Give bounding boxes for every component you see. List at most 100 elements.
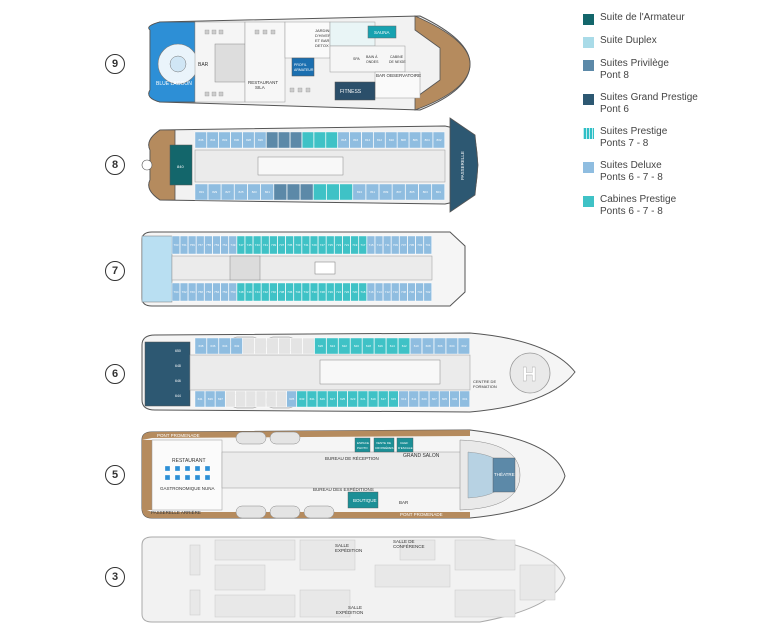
cabin-cell[interactable] (290, 337, 303, 355)
cabin-cell[interactable] (253, 282, 262, 302)
cabin-cell[interactable] (273, 183, 287, 201)
cabin-cell[interactable] (366, 235, 375, 255)
cabin-cell[interactable] (212, 235, 221, 255)
cabin-cell[interactable] (409, 131, 421, 149)
cabin-cell[interactable] (194, 183, 208, 201)
cabin-cell[interactable] (204, 235, 213, 255)
cabin-cell[interactable] (194, 131, 207, 149)
cabin-cell[interactable] (309, 235, 319, 255)
cabin-cell[interactable] (361, 131, 374, 149)
cabin-cell[interactable] (339, 183, 353, 201)
cabin-cell[interactable] (392, 183, 406, 201)
deck-5-plan[interactable]: PONT PROMENADE PONT PROMENADE RESTAURANT… (141, 429, 566, 519)
cabin-cell[interactable] (352, 183, 366, 201)
cabin-cell[interactable] (408, 390, 419, 408)
cabin-cell[interactable] (261, 235, 270, 255)
cabin-cell[interactable] (254, 131, 267, 149)
cabin-cell[interactable] (276, 390, 287, 408)
cabin-cell[interactable] (278, 131, 291, 149)
cabin-cell[interactable] (399, 282, 408, 302)
cabin-cell[interactable] (309, 282, 319, 302)
deck7-aft-suite[interactable] (141, 235, 173, 303)
cabin-cell[interactable] (349, 131, 362, 149)
cabin-cell[interactable] (301, 235, 310, 255)
cabin-cell[interactable] (317, 390, 328, 408)
cabin-cell[interactable] (326, 235, 335, 255)
cabin-cell[interactable] (366, 282, 375, 302)
cabin-cell[interactable] (218, 337, 231, 355)
cabin-cell[interactable] (342, 282, 351, 302)
cabin-cell[interactable] (188, 282, 197, 302)
cabin-cell[interactable] (418, 390, 430, 408)
cabin-cell[interactable] (242, 131, 255, 149)
cabin-cell[interactable] (338, 337, 351, 355)
cabin-cell[interactable] (255, 390, 267, 408)
cabin-cell[interactable] (285, 282, 294, 302)
cabin-cell[interactable] (378, 390, 389, 408)
cabin-cell[interactable] (423, 282, 432, 302)
cabin-cell[interactable] (290, 131, 302, 149)
cabin-cell[interactable] (314, 337, 327, 355)
cabin-cell[interactable] (236, 282, 245, 302)
cabin-cell[interactable] (245, 390, 256, 408)
cabin-cell[interactable] (397, 131, 410, 149)
cabin-cell[interactable] (407, 235, 416, 255)
cabin-cell[interactable] (247, 183, 261, 201)
cabin-cell[interactable] (218, 131, 231, 149)
deck-number-9[interactable]: 9 (105, 54, 125, 74)
cabin-cell[interactable] (431, 183, 445, 201)
cabin-cell[interactable] (230, 337, 243, 355)
cabin-cell[interactable] (327, 390, 338, 408)
cabin-cell[interactable] (230, 131, 243, 149)
deck-3-plan[interactable]: SALLE EXPÉDITION SALLE DE CONFÉRENCE SAL… (141, 536, 566, 623)
cabin-cell[interactable] (405, 183, 419, 201)
cabin-cell[interactable] (421, 337, 434, 355)
cabin-cell[interactable] (244, 235, 254, 255)
cabin-cell[interactable] (391, 282, 400, 302)
cabin-cell[interactable] (398, 390, 409, 408)
cabin-cell[interactable] (286, 183, 301, 201)
deck-9-plan[interactable]: BLUE LAGOON BAR RESTAURANT SILA JARDINS … (148, 15, 471, 111)
cabin-cell[interactable] (313, 183, 327, 201)
cabin-cell[interactable] (379, 183, 393, 201)
cabin-cell[interactable] (269, 235, 278, 255)
cabin-cell[interactable] (439, 390, 450, 408)
cabin-cell[interactable] (228, 235, 237, 255)
cabin-cell[interactable] (326, 282, 335, 302)
cabin-cell[interactable] (235, 390, 246, 408)
cabin-cell[interactable] (432, 131, 445, 149)
cabin-cell[interactable] (277, 282, 286, 302)
cabin-cell[interactable] (385, 131, 398, 149)
cabin-cell[interactable] (261, 282, 270, 302)
cabin-cell[interactable] (221, 183, 235, 201)
cabin-cell[interactable] (367, 390, 379, 408)
cabin-cell[interactable] (204, 282, 213, 302)
cabin-cell[interactable] (358, 282, 367, 302)
cabin-cell[interactable] (326, 337, 339, 355)
cabin-cell[interactable] (277, 235, 286, 255)
cabin-cell[interactable] (449, 390, 460, 408)
cabin-cell[interactable] (171, 235, 180, 255)
cabin-cell[interactable] (278, 337, 291, 355)
cabin-cell[interactable] (337, 390, 348, 408)
cabin-cell[interactable] (194, 390, 205, 408)
deck-number-5[interactable]: 5 (105, 465, 125, 485)
cabin-cell[interactable] (362, 337, 375, 355)
cabin-cell[interactable] (358, 235, 367, 255)
cabin-cell[interactable] (357, 390, 368, 408)
cabin-cell[interactable] (228, 282, 237, 302)
cabin-cell[interactable] (207, 183, 222, 201)
cabin-cell[interactable] (415, 235, 424, 255)
deck-number-8[interactable]: 8 (105, 155, 125, 175)
cabin-cell[interactable] (347, 390, 358, 408)
cabin-cell[interactable] (407, 282, 416, 302)
cabin-cell[interactable] (306, 390, 318, 408)
cabin-cell[interactable] (365, 183, 380, 201)
cabin-cell[interactable] (415, 282, 424, 302)
cabin-cell[interactable] (386, 337, 399, 355)
cabin-cell[interactable] (220, 282, 229, 302)
cabin-cell[interactable] (225, 390, 236, 408)
cabin-cell[interactable] (420, 131, 433, 149)
cabin-cell[interactable] (234, 183, 248, 201)
